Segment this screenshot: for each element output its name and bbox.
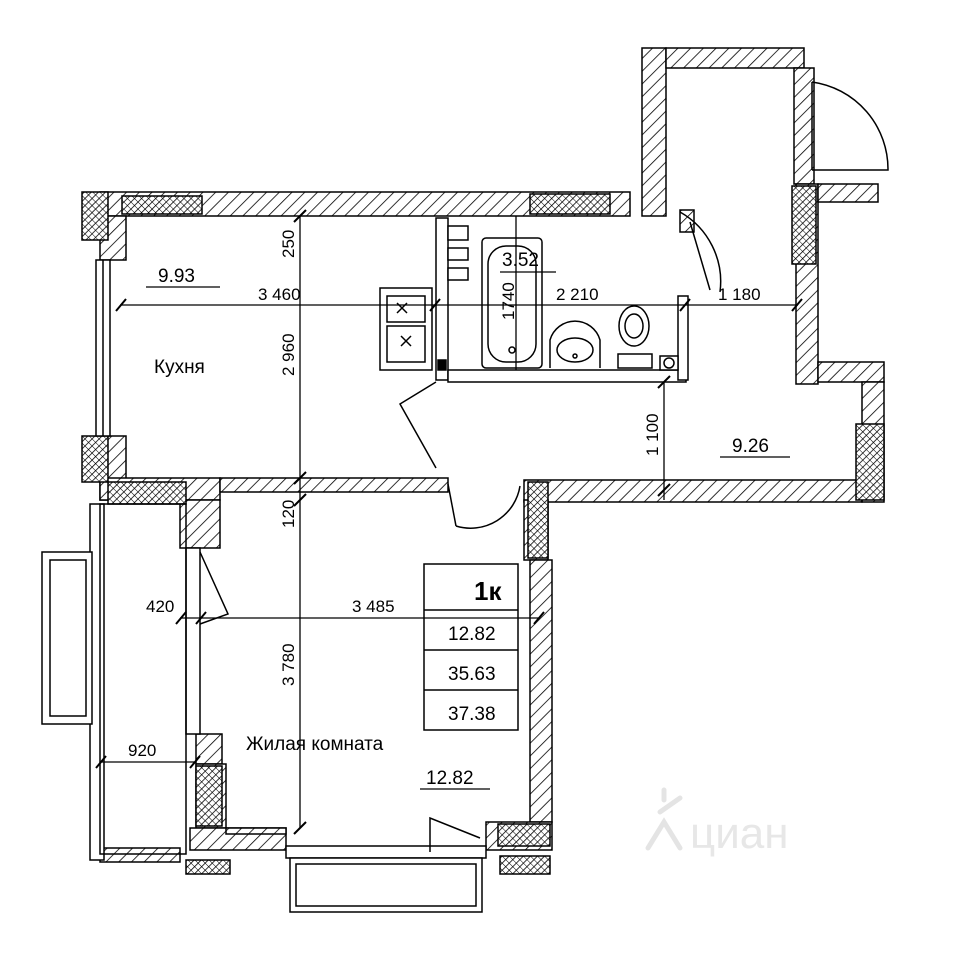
columns bbox=[81, 185, 885, 875]
dim-loggia-width: 920 bbox=[128, 741, 156, 760]
cian-watermark: циан bbox=[645, 787, 789, 858]
dim-hall-width: 1 180 bbox=[718, 285, 761, 304]
summary-total-area: 37.38 bbox=[448, 704, 496, 725]
doors bbox=[199, 81, 889, 852]
bathroom-area: 3.52 bbox=[502, 250, 539, 271]
dim-living-width: 3 485 bbox=[352, 597, 395, 616]
cian-logo-icon bbox=[645, 787, 683, 851]
dim-kitchen-depth: 2 960 bbox=[279, 333, 298, 376]
dim-bath-depth: 1740 bbox=[499, 282, 518, 320]
dim-living-depth: 3 780 bbox=[279, 643, 298, 686]
bathroom-fixtures bbox=[379, 217, 689, 383]
watermark-text: циан bbox=[690, 809, 789, 858]
summary-living-total: 35.63 bbox=[448, 664, 496, 685]
dim-hall-depth: 1 100 bbox=[643, 413, 662, 456]
living-name: Жилая комната bbox=[246, 734, 384, 755]
summary-table bbox=[423, 563, 519, 731]
dimension-lines bbox=[95, 209, 803, 835]
dim-wall-gap: 120 bbox=[279, 500, 298, 528]
dim-top-offset: 250 bbox=[279, 230, 298, 258]
hall-area: 9.26 bbox=[732, 436, 769, 457]
windows bbox=[41, 259, 487, 913]
kitchen-area: 9.93 bbox=[158, 266, 195, 287]
dim-bath-width: 2 210 bbox=[556, 285, 599, 304]
labels: 9.93 Кухня 3 460 250 2 960 120 3 780 3.5… bbox=[128, 230, 769, 789]
summary-living-area: 12.82 bbox=[448, 624, 496, 645]
living-area: 12.82 bbox=[426, 768, 474, 789]
kitchen-name: Кухня bbox=[154, 357, 205, 378]
dim-loggia-depth: 420 bbox=[146, 597, 174, 616]
apartment-type: 1к bbox=[474, 576, 502, 606]
dim-kitchen-width: 3 460 bbox=[258, 285, 301, 304]
